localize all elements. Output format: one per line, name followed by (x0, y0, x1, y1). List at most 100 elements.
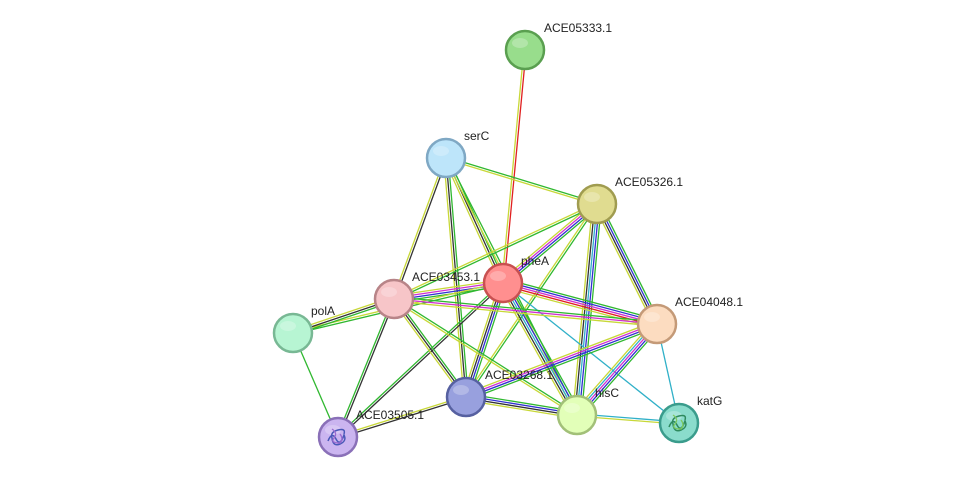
edge-evidence-yellow (500, 200, 596, 281)
edge-evidence-yellow (464, 320, 657, 395)
node-circle[interactable] (317, 416, 359, 458)
node-label: polA (311, 304, 335, 318)
edge-evidence-blue (578, 204, 600, 416)
edge-ace03453-1-ace03268-1[interactable] (391, 297, 469, 399)
node-highlight (453, 385, 469, 395)
node-serc[interactable]: serC (425, 129, 490, 179)
node-highlight (433, 146, 449, 156)
node-label: ACE05333.1 (544, 21, 612, 35)
edge-evidence-green (506, 280, 582, 414)
node-label: ACE03453.1 (412, 270, 480, 284)
edge-ace05326-1-ace04048-1[interactable] (593, 202, 661, 326)
node-circle[interactable] (272, 312, 314, 354)
node-ace04048-1[interactable]: ACE04048.1 (636, 295, 743, 345)
edge-evidence-yellow (393, 202, 597, 299)
node-label: ACE05326.1 (615, 175, 683, 189)
edge-evidence-green (466, 204, 599, 398)
edge-evidence-green (504, 206, 600, 287)
node-highlight (644, 312, 660, 322)
node-circle[interactable] (658, 402, 700, 444)
node-ace03505-1[interactable]: ACE03505.1 (317, 408, 424, 458)
node-phea[interactable]: pheA (482, 254, 549, 304)
node-label: katG (697, 394, 722, 408)
edge-ace03453-1-ace03505-1[interactable] (336, 298, 396, 438)
edge-evidence-green (579, 326, 661, 419)
edge-ace03453-1-ace04048-1[interactable] (393, 296, 658, 327)
node-hisc[interactable]: hisC (556, 386, 619, 436)
edge-evidence-black (445, 157, 467, 398)
edge-evidence-black (338, 299, 396, 438)
edge-evidence-yellow (443, 158, 502, 285)
node-label: pheA (521, 254, 549, 268)
edge-evidence-yellow (498, 284, 574, 418)
node-ace05333-1[interactable]: ACE05333.1 (504, 21, 612, 71)
edge-evidence-blue (466, 324, 658, 399)
edge-evidence-green (336, 298, 394, 437)
edge-evidence-green (580, 204, 603, 416)
edge-serc-ace03268-1[interactable] (443, 157, 469, 398)
edge-evidence-yellow (593, 205, 655, 326)
node-circle[interactable] (576, 183, 618, 225)
edge-ace04048-1-ace03268-1[interactable] (464, 320, 659, 401)
node-circle[interactable] (445, 376, 487, 418)
node-ace05326-1[interactable]: ACE05326.1 (576, 175, 683, 225)
edge-evidence-green (394, 297, 578, 415)
edge-evidence-green (447, 157, 469, 397)
edge-evidence-blue (504, 281, 580, 415)
node-highlight (564, 403, 580, 413)
edge-evidence-yellow (573, 320, 655, 413)
node-circle[interactable] (482, 262, 524, 304)
edge-evidence-blue (597, 203, 659, 324)
protein-structure-icon (327, 428, 346, 446)
edge-evidence-magenta (465, 322, 657, 397)
edge-serc-ace03453-1[interactable] (392, 157, 448, 300)
edge-evidence-yellow (391, 299, 465, 399)
edge-evidence-green (466, 326, 659, 401)
edge-evidence-magenta (501, 202, 597, 283)
node-label: ACE04048.1 (675, 295, 743, 309)
edge-ace03453-1-hisc[interactable] (393, 297, 578, 417)
edge-evidence-magenta (393, 298, 658, 325)
node-label: serC (464, 129, 490, 143)
node-circle[interactable] (556, 394, 598, 436)
node-circle[interactable] (504, 29, 546, 71)
node-pola[interactable]: polA (272, 304, 335, 354)
edge-ace03268-1-ace03505-1[interactable] (337, 395, 467, 439)
edge-evidence-yellow (445, 158, 597, 206)
edge-evidence-red (503, 50, 527, 284)
edge-evidence-blue (578, 325, 660, 417)
node-ace03268-1[interactable]: ACE03268.1 (445, 368, 553, 418)
node-label: hisC (595, 386, 619, 400)
edge-evidence-green (599, 202, 661, 323)
edge-evidence-black (394, 158, 448, 300)
edge-evidence-blue (503, 204, 599, 285)
node-highlight (381, 287, 397, 297)
node-circle[interactable] (373, 278, 415, 320)
edge-evidence-black (595, 204, 657, 325)
edge-evidence-cyan (574, 322, 656, 414)
node-ace03453-1[interactable]: ACE03453.1 (373, 270, 480, 320)
edge-evidence-yellow (337, 395, 466, 437)
edge-evidence-yellow (392, 157, 446, 299)
edge-evidence-blue (503, 280, 658, 323)
edge-evidence-green (446, 156, 598, 204)
edge-evidence-yellow (393, 300, 657, 327)
edge-evidence-green (395, 297, 469, 397)
edge-evidence-yellow (443, 158, 465, 398)
edge-evidence-yellow (393, 299, 577, 417)
edge-ace05326-1-ace03268-1[interactable] (464, 203, 599, 398)
node-circle[interactable] (425, 137, 467, 179)
node-label: ACE03505.1 (356, 408, 424, 422)
edge-ace05326-1-phea[interactable] (500, 200, 600, 287)
edge-ace05326-1-ace03453-1[interactable] (393, 202, 598, 301)
edge-evidence-green (336, 281, 503, 437)
node-katg[interactable]: katG (658, 394, 722, 444)
node-highlight (280, 321, 296, 331)
edge-serc-ace05326-1[interactable] (445, 156, 598, 206)
node-circle[interactable] (636, 303, 678, 345)
edge-evidence-green (394, 204, 598, 301)
node-highlight (584, 192, 600, 202)
edge-phea-hisc[interactable] (498, 280, 582, 418)
